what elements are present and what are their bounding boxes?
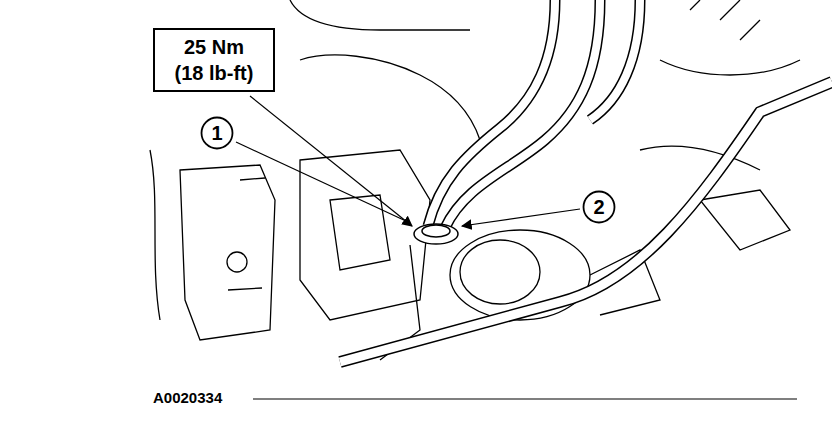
callout-circle: 1: [200, 116, 234, 150]
callout-number: 2: [593, 196, 604, 218]
torque-value: 25 Nm (18 lb-ft): [171, 34, 257, 86]
tube-fitting: [414, 224, 458, 244]
torque-spec-box: 25 Nm (18 lb-ft): [153, 28, 275, 92]
figure-number: A0020334: [153, 389, 222, 406]
callout-circle: 2: [582, 190, 616, 224]
leader-lines: [236, 96, 580, 226]
engine-outline: [150, 0, 800, 360]
footer-rule: [253, 398, 797, 399]
brake-tubes: [340, 0, 832, 362]
callout-number: 1: [211, 122, 222, 144]
